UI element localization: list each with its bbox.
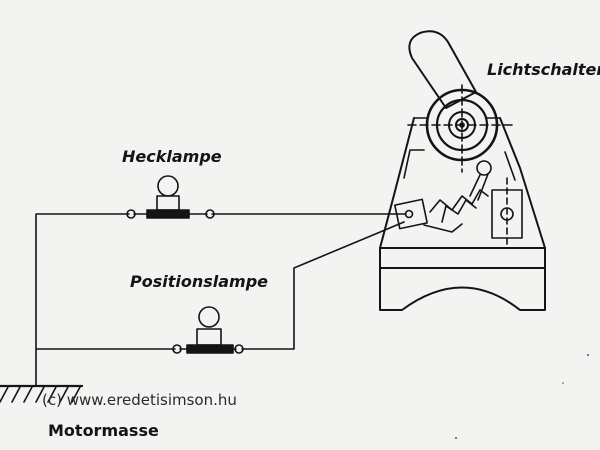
wire-ground-to-hecklampe: [35, 213, 407, 386]
motormasse-label: Motormasse: [48, 421, 159, 440]
ground-symbol-icon: [0, 384, 84, 403]
positionslampe-lamp-icon: [172, 306, 244, 354]
lichtschalter-label: Lichtschalter: [487, 60, 600, 79]
positionslampe-label: Positionslampe: [130, 272, 269, 291]
watermark-text: (c) www.eredetisimson.hu: [42, 391, 237, 409]
hecklampe-label: Hecklampe: [122, 147, 222, 166]
lichtschalter-switch-icon: [379, 30, 546, 311]
hecklampe-lamp-icon: [126, 175, 215, 219]
scan-speck: [455, 354, 589, 439]
